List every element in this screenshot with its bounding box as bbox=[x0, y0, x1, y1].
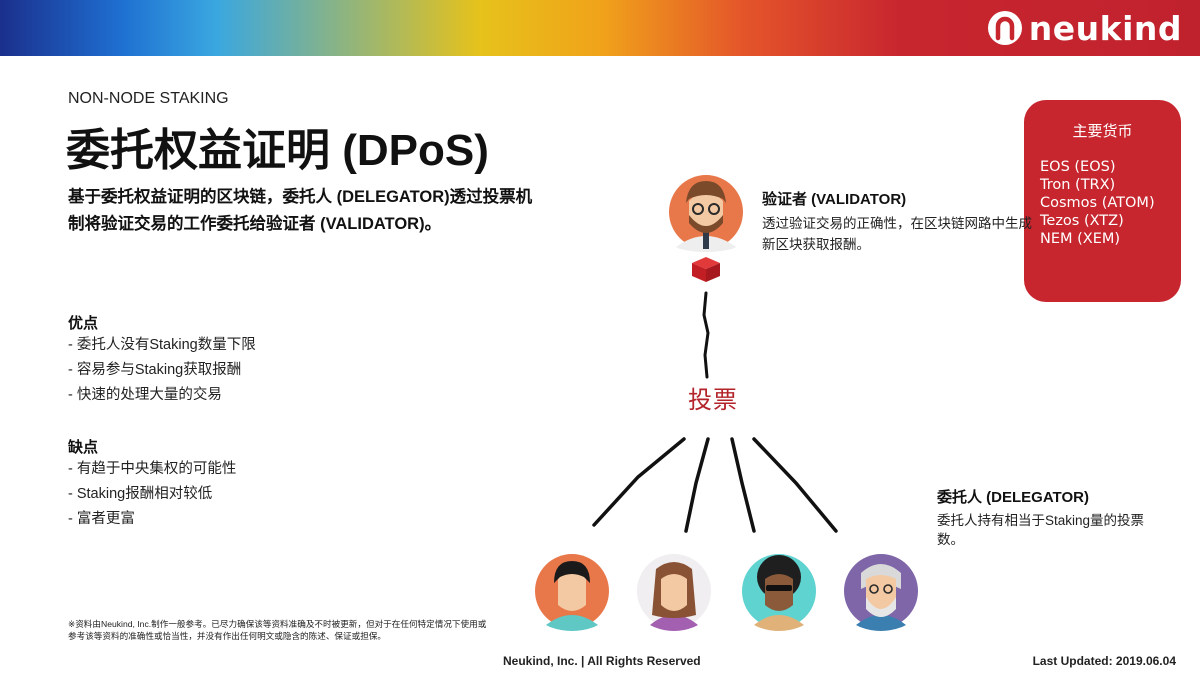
pros-heading: 优点 bbox=[68, 315, 99, 332]
list-item: EOS (EOS) bbox=[1040, 159, 1116, 175]
delegator-avatar-4 bbox=[844, 554, 918, 631]
slide-intro: 基于委托权益证明的区块链，委托人 (DELEGATOR)透过投票机制将验证交易的… bbox=[68, 188, 533, 233]
validator-title: 验证者 (VALIDATOR) bbox=[762, 191, 907, 208]
delegator-avatar-3 bbox=[742, 554, 816, 631]
list-item: NEM (XEM) bbox=[1040, 231, 1121, 247]
block-icon bbox=[692, 257, 720, 282]
list-item: Tezos (XTZ) bbox=[1040, 213, 1124, 229]
vote-label: 投票 bbox=[688, 387, 738, 414]
dpos-diagram bbox=[520, 165, 940, 635]
neukind-logo-icon bbox=[987, 11, 1022, 45]
currency-card-title: 主要货币 bbox=[1072, 123, 1133, 140]
slide-title: 委托权益证明 (DPoS) bbox=[66, 126, 489, 175]
logo-wordmark: neukind bbox=[1028, 8, 1182, 48]
list-item: - 容易参与Staking获取报酬 bbox=[68, 362, 242, 378]
footer-last-updated: Last Updated: 2019.06.04 bbox=[1032, 654, 1176, 668]
validator-avatar bbox=[669, 175, 743, 252]
list-item: - Staking报酬相对较低 bbox=[68, 486, 213, 502]
validator-description: 透过验证交易的正确性，在区块链网路中生成新区块获取报酬。 bbox=[762, 216, 1032, 252]
vote-connector-line bbox=[702, 291, 710, 379]
disclaimer-note: ※资料由Neukind, Inc.制作一般参考。已尽力确保该等资料准确及不时被更… bbox=[68, 619, 487, 641]
list-item: Tron (TRX) bbox=[1040, 177, 1116, 193]
list-item: - 有趋于中央集权的可能性 bbox=[68, 461, 237, 477]
dpos-diagram-art bbox=[535, 175, 918, 631]
currency-list: EOS (EOS) Tron (TRX) Cosmos (ATOM) Tezos… bbox=[1040, 158, 1155, 248]
delegator-title: 委托人 (DELEGATOR) bbox=[937, 489, 1089, 506]
delegation-rays bbox=[592, 437, 838, 533]
neukind-logo[interactable]: neukind bbox=[987, 8, 1182, 48]
list-item: - 富者更富 bbox=[68, 511, 135, 527]
cons-heading: 缺点 bbox=[68, 439, 99, 456]
currency-card: 主要货币 EOS (EOS) Tron (TRX) Cosmos (ATOM) … bbox=[1024, 100, 1181, 302]
cons-list: - 有趋于中央集权的可能性 - Staking报酬相对较低 - 富者更富 bbox=[68, 457, 236, 532]
footer-company: Neukind, Inc. | All Rights Reserved bbox=[503, 654, 701, 668]
delegator-description: 委托人持有相当于Staking量的投票数。 bbox=[937, 513, 1145, 547]
slide-kicker: NON-NODE STAKING bbox=[68, 90, 229, 107]
list-item: Cosmos (ATOM) bbox=[1040, 195, 1155, 211]
pros-list: - 委托人没有Staking数量下限 - 容易参与Staking获取报酬 - 快… bbox=[68, 333, 256, 408]
list-item: - 委托人没有Staking数量下限 bbox=[68, 337, 256, 353]
list-item: - 快速的处理大量的交易 bbox=[68, 387, 222, 403]
delegator-avatar-2 bbox=[637, 554, 711, 631]
delegator-avatar-1 bbox=[535, 554, 609, 631]
